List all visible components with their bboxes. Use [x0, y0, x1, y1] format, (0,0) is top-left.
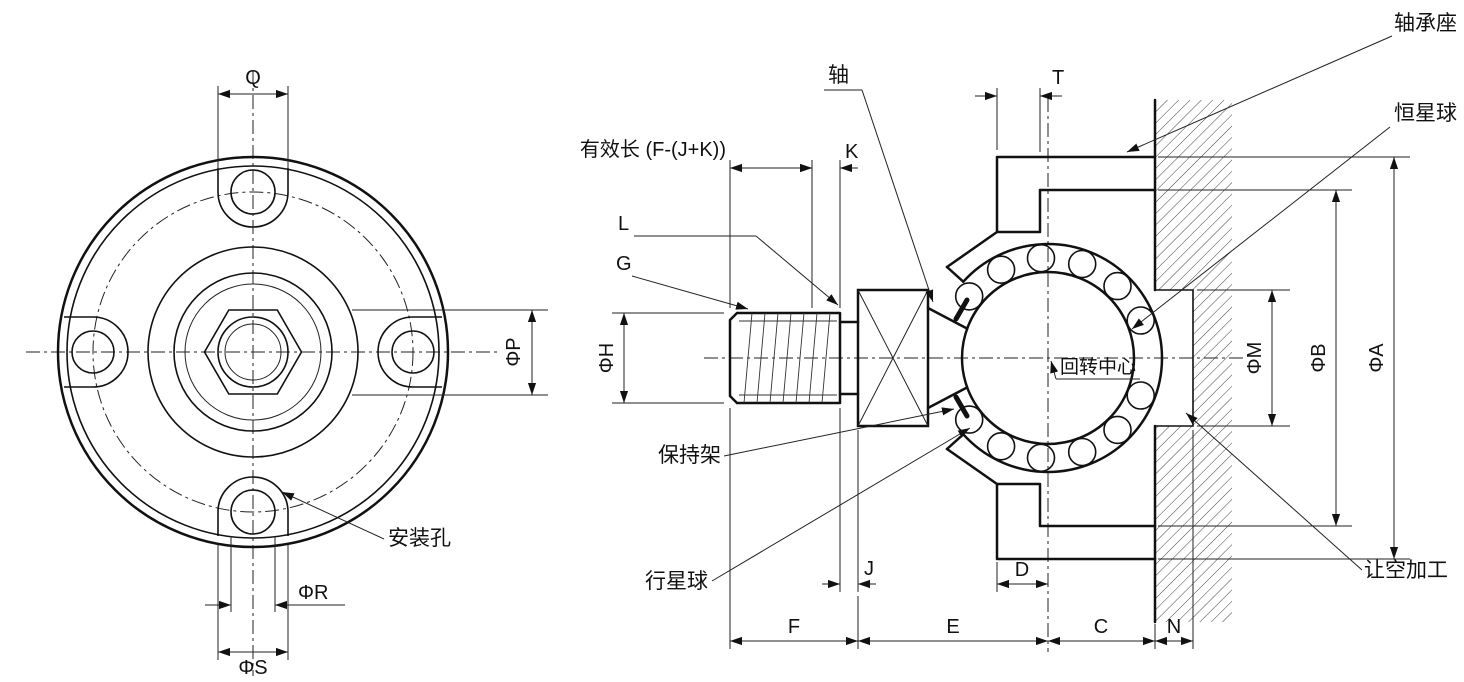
mounting-hole-left [64, 316, 129, 388]
hub-circle-large [147, 246, 359, 458]
right-view-section: 轴 轴承座 恒星球 回转中心 保持架 行星球 让空加工 [580, 12, 1457, 652]
ball-cage [953, 297, 970, 419]
flange-outer-circle [56, 155, 450, 549]
clearance-pocket [1155, 289, 1194, 427]
dim-label-q: Q [245, 67, 261, 89]
hub-circle-small [184, 283, 322, 421]
dim-label-n: N [1167, 616, 1181, 638]
bolt-circle-centerline [92, 191, 414, 513]
dim-d: D [996, 559, 1048, 592]
dim-chain-fecn: F E C N [729, 408, 1194, 649]
dim-phi-h: ΦH [596, 312, 724, 404]
stud-neck [926, 306, 969, 410]
dim-k: K [794, 141, 859, 173]
dim-q: Q [217, 67, 289, 170]
dim-label-f: F [788, 616, 800, 638]
wrench-flats-block [856, 288, 930, 428]
flange-outer-inner-edge [66, 165, 440, 539]
dim-label-c: C [1094, 616, 1108, 638]
center-bore-outer [217, 316, 289, 388]
star-ball [960, 270, 1136, 446]
mounting-wall [1153, 98, 1232, 624]
dim-label-phi-a: ΦA [1366, 343, 1388, 373]
thread-crest-lines [743, 312, 831, 404]
hub-hexagon [203, 309, 303, 395]
mounting-hole-label: 安装孔 [388, 527, 451, 550]
callout-clearance-machining: 让空加工 [1185, 412, 1448, 582]
callout-bearing-housing: 轴承座 [1126, 12, 1457, 153]
flange-centerlines [26, 70, 497, 676]
planet-ball-label: 行星球 [645, 570, 708, 593]
callout-shaft: 轴 [824, 64, 934, 303]
thread-undercut [838, 320, 860, 396]
callout-rotation-center: 回转中心 [1050, 356, 1140, 380]
star-ball-label: 恒星球 [1394, 102, 1457, 125]
cage-label: 保持架 [658, 444, 721, 467]
dim-phi-m: ΦM [1197, 289, 1290, 427]
shaft-stud [728, 288, 969, 428]
dim-label-k: K [845, 141, 859, 163]
dim-label-l: L [618, 213, 629, 235]
mounting-hole-right [377, 316, 442, 388]
callout-l: L [618, 213, 839, 306]
dim-phi-s: ΦS [217, 545, 289, 679]
mounting-hole-top [217, 168, 289, 228]
callout-cage: 保持架 [658, 407, 955, 467]
dim-label-phi-p: ΦP [503, 337, 525, 366]
callout-mounting-hole: 安装孔 [281, 491, 451, 550]
hub-circle-mid [173, 272, 333, 432]
dim-label-e: E [946, 616, 959, 638]
dim-label-phi-m: ΦM [1244, 342, 1266, 375]
dim-phi-b: ΦB [1158, 189, 1352, 527]
thread-outline [728, 311, 842, 405]
rotation-center-label: 回转中心 [1060, 356, 1136, 378]
callout-planet-ball: 行星球 [645, 427, 971, 593]
dim-phi-a: ΦA [1158, 156, 1410, 560]
dim-label-phi-b: ΦB [1308, 343, 1330, 372]
dim-label-phi-s: ΦS [238, 657, 267, 679]
dim-phi-r: ΦR [205, 536, 345, 612]
dim-effective-length: 有效长 (F-(J+K)) [580, 138, 841, 308]
dim-label-effective-length: 有效长 (F-(J+K)) [580, 138, 726, 161]
dim-phi-p: ΦP [352, 309, 548, 396]
dim-t: T [975, 67, 1064, 152]
dim-j: J [822, 408, 876, 592]
shaft-label: 轴 [828, 64, 849, 87]
dim-label-d: D [1015, 559, 1029, 581]
bearing-housing-label: 轴承座 [1394, 12, 1457, 35]
dim-label-t: T [1052, 67, 1064, 89]
dim-label-phi-h: ΦH [596, 343, 618, 373]
dim-label-j: J [864, 558, 874, 580]
dim-label-g: G [616, 253, 632, 275]
center-bore-inner [224, 323, 282, 381]
dim-label-phi-r: ΦR [298, 582, 328, 604]
left-view-flange: Q ΦP ΦR ΦS 安装孔 [26, 67, 548, 679]
housing-front-cone [945, 230, 999, 486]
thread-root-lines [739, 320, 837, 396]
callout-g: G [616, 253, 749, 310]
callout-star-ball: 恒星球 [1131, 102, 1457, 330]
clearance-machining-label: 让空加工 [1364, 559, 1448, 582]
